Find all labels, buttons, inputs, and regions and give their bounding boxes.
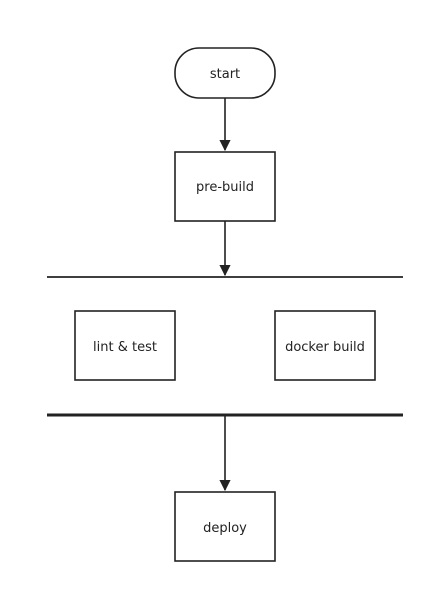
docker-build-node-label: docker build <box>285 340 365 355</box>
start-node-label: start <box>210 67 240 82</box>
docker-build-node-shape <box>274 310 376 381</box>
deploy-node: deploy <box>174 491 276 562</box>
pre-build-node-label: pre-build <box>196 180 254 195</box>
pre-build-node: pre-build <box>174 151 276 222</box>
lint-test-node-shape <box>74 310 176 381</box>
docker-build-node: docker build <box>274 310 376 381</box>
pre-build-node-shape <box>174 151 276 222</box>
deploy-node-shape <box>174 491 276 562</box>
start-node: start <box>174 47 276 99</box>
deploy-node-label: deploy <box>203 521 247 536</box>
lint-test-node: lint & test <box>74 310 176 381</box>
lint-test-node-label: lint & test <box>93 340 157 355</box>
